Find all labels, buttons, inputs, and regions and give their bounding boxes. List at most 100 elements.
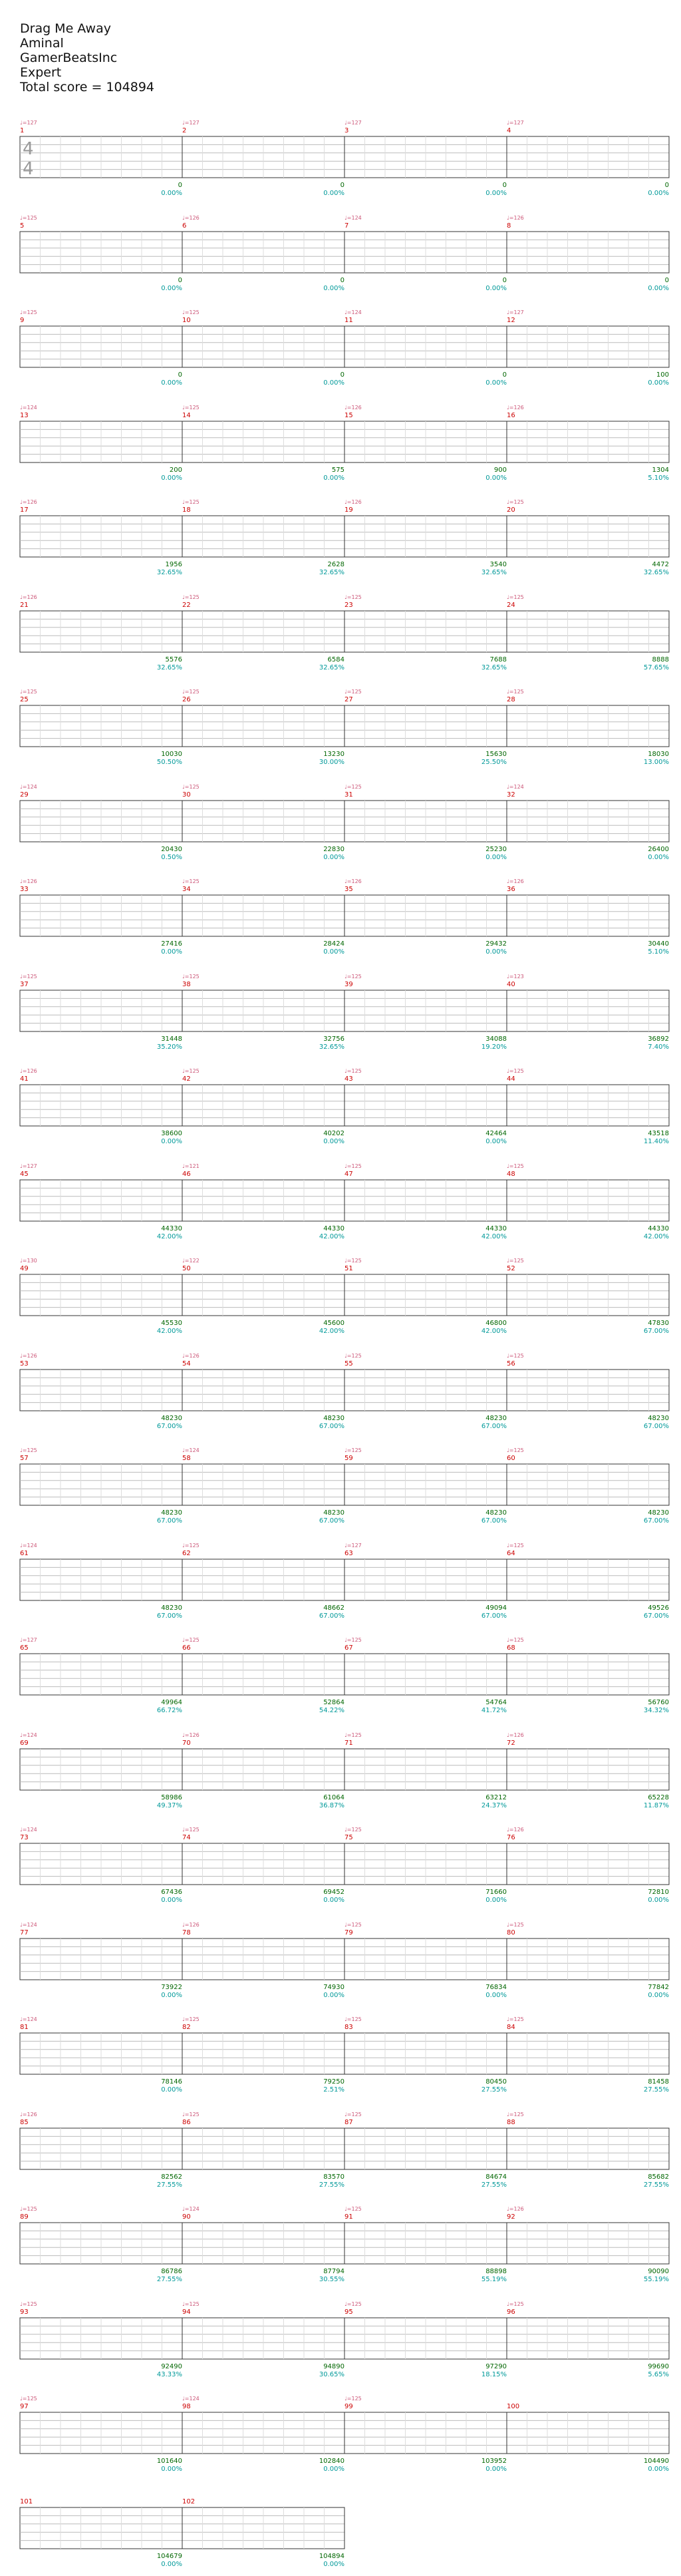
measure-score: 44330 — [485, 1225, 507, 1232]
measure-number: 39 — [344, 981, 353, 988]
measure-percent: 0.00% — [648, 379, 669, 387]
tempo-label: ♩=125 — [507, 1637, 524, 1643]
measure-score: 71660 — [485, 1889, 507, 1896]
measure-score: 48230 — [323, 1415, 344, 1422]
measure-percent: 18.15% — [481, 2371, 507, 2378]
tempo-label: ♩=126 — [20, 1068, 37, 1074]
measure-number: 98 — [182, 2403, 191, 2410]
measure-number: 81 — [20, 2024, 29, 2031]
measure-percent: 67.00% — [157, 1423, 182, 1430]
measure-score: 79250 — [323, 2078, 344, 2086]
tempo-label: ♩=124 — [344, 215, 362, 221]
measure-number: 46 — [182, 1171, 191, 1178]
measure-number: 16 — [507, 412, 515, 419]
tempo-label: ♩=125 — [20, 2396, 37, 2402]
measure-score: 48230 — [161, 1415, 182, 1422]
measure-score: 72810 — [648, 1889, 669, 1896]
measure-number: 42 — [182, 1075, 191, 1083]
measure-percent: 34.32% — [644, 1707, 669, 1714]
measure-score: 13230 — [323, 751, 344, 758]
measure-percent: 0.00% — [161, 1897, 182, 1904]
measure-score: 32756 — [323, 1035, 344, 1043]
measure-number: 59 — [344, 1455, 353, 1462]
tempo-label: ♩=126 — [344, 405, 362, 411]
measure-percent: 27.55% — [481, 2181, 507, 2189]
measure-number: 25 — [20, 696, 29, 703]
tempo-label: ♩=125 — [507, 2016, 524, 2022]
measure-score: 49094 — [485, 1604, 507, 1612]
measure-percent: 0.00% — [161, 2561, 182, 2568]
tempo-label: ♩=125 — [182, 2112, 200, 2117]
tempo-label: ♩=126 — [344, 878, 362, 884]
measure-number: 29 — [20, 791, 29, 799]
measure-number: 38 — [182, 981, 191, 988]
measure-score: 67436 — [161, 1889, 182, 1896]
tempo-label: ♩=125 — [344, 1353, 362, 1359]
measure-score: 81458 — [648, 2078, 669, 2086]
measure-number: 86 — [182, 2119, 191, 2126]
measure-number: 70 — [182, 1740, 191, 1747]
measure-number: 75 — [344, 1834, 353, 1841]
measure-percent: 0.00% — [648, 1897, 669, 1904]
tempo-label: ♩=125 — [344, 974, 362, 980]
measure-number: 60 — [507, 1455, 515, 1462]
measure-score: 44330 — [648, 1225, 669, 1232]
tempo-label: ♩=124 — [20, 784, 37, 790]
measure-score: 5576 — [166, 656, 182, 663]
measure-percent: 0.00% — [161, 379, 182, 387]
measure-number: 82 — [182, 2024, 191, 2031]
measure-percent: 7.40% — [648, 1043, 669, 1051]
measure-percent: 41.72% — [481, 1707, 507, 1714]
measure-number: 93 — [20, 2308, 29, 2316]
tempo-label: ♩=126 — [507, 215, 524, 221]
tempo-label: ♩=125 — [344, 2396, 362, 2402]
measure-number: 19 — [344, 506, 353, 514]
tempo-label: ♩=124 — [20, 2016, 37, 2022]
measure-score: 58986 — [161, 1794, 182, 1801]
measure-number: 47 — [344, 1171, 353, 1178]
measure-score: 76834 — [485, 1984, 507, 1991]
tempo-label: ♩=126 — [507, 1827, 524, 1833]
measure-percent: 27.55% — [644, 2181, 669, 2189]
measure-score: 36892 — [648, 1035, 669, 1043]
measure-score: 49526 — [648, 1604, 669, 1612]
measure-score: 88898 — [485, 2268, 507, 2275]
tempo-label: ♩=124 — [20, 1543, 37, 1549]
tempo-label: ♩=127 — [182, 120, 200, 126]
measure-number: 32 — [507, 791, 515, 799]
measure-number: 74 — [182, 1834, 191, 1841]
tempo-label: ♩=124 — [344, 309, 362, 315]
tempo-label: ♩=125 — [507, 1353, 524, 1359]
measure-number: 13 — [20, 412, 29, 419]
tempo-label: ♩=124 — [507, 784, 524, 790]
measure-score: 30440 — [648, 940, 669, 948]
measure-percent: 0.00% — [485, 1992, 507, 1999]
measure-score: 18030 — [648, 751, 669, 758]
measure-number: 37 — [20, 981, 29, 988]
measure-percent: 0.00% — [323, 2466, 344, 2473]
measure-percent: 27.55% — [644, 2086, 669, 2094]
tempo-label: ♩=126 — [20, 2112, 37, 2117]
time-signature-bottom: 4 — [23, 159, 34, 179]
measure-score: 78146 — [161, 2078, 182, 2086]
measure-score: 0 — [178, 371, 182, 379]
measure-percent: 0.00% — [323, 190, 344, 197]
measure-percent: 32.65% — [157, 664, 182, 671]
measure-number: 50 — [182, 1265, 191, 1272]
tempo-label: ♩=125 — [20, 215, 37, 221]
measure-score: 25230 — [485, 846, 507, 853]
measure-number: 78 — [182, 1929, 191, 1936]
tempo-label: ♩=126 — [507, 2206, 524, 2212]
measure-number: 62 — [182, 1550, 191, 1557]
measure-number: 63 — [344, 1550, 353, 1557]
tempo-label: ♩=126 — [507, 878, 524, 884]
measure-percent: 0.00% — [161, 474, 182, 482]
tempo-label: ♩=124 — [182, 2206, 200, 2212]
tempo-label: ♩=125 — [507, 1922, 524, 1928]
measure-score: 86786 — [161, 2268, 182, 2275]
measure-score: 0 — [503, 371, 507, 379]
measure-number: 95 — [344, 2308, 353, 2316]
tempo-label: ♩=127 — [20, 120, 37, 126]
measure-score: 61064 — [323, 1794, 344, 1801]
measure-score: 7688 — [490, 656, 507, 663]
